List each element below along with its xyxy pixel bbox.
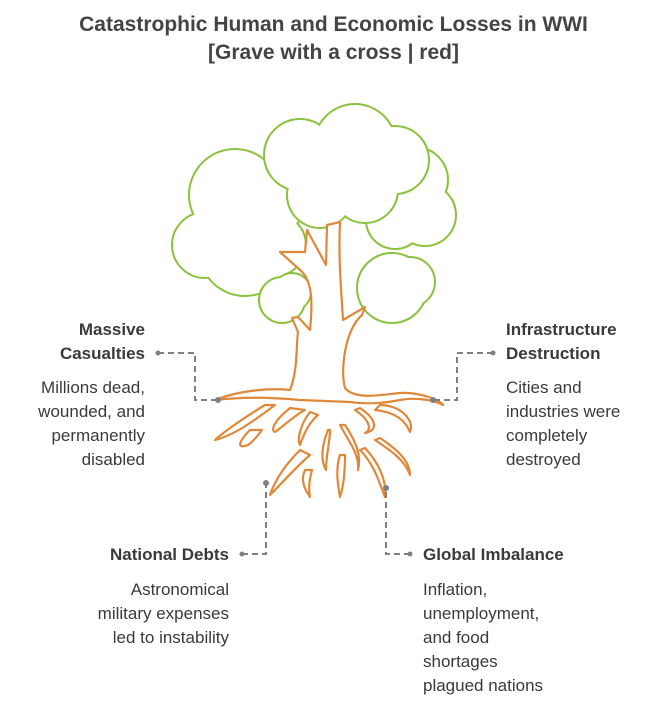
description-line: military expenses <box>97 604 229 623</box>
title-line-2: [Grave with a cross | red] <box>208 41 459 64</box>
global-imbalance-heading: Global Imbalance <box>423 545 564 564</box>
national-debts-description: Astronomical military expenses led to in… <box>98 578 229 650</box>
heading-line: Casualties <box>59 344 145 363</box>
description-line: Inflation, <box>423 580 488 599</box>
tree-canopy <box>171 103 457 324</box>
description-line: and food <box>423 628 490 647</box>
infrastructure-destruction-description: Cities and industries were completely de… <box>506 376 620 472</box>
global-imbalance-description: Inflation, unemployment, and food shorta… <box>423 578 543 698</box>
description-line: industries were <box>506 402 621 421</box>
description-line: Millions dead, <box>41 378 145 397</box>
description-line: shortages <box>423 652 498 671</box>
description-line: permanently <box>51 426 145 445</box>
massive-casualties-description: Millions dead, wounded, and permanently … <box>38 376 145 472</box>
description-line: completely <box>506 426 588 445</box>
tree-trunk-and-roots <box>213 220 445 499</box>
connector-national-debts <box>242 484 267 555</box>
connectors <box>158 352 493 555</box>
heading-line: Massive <box>78 320 145 339</box>
heading-line: Infrastructure <box>506 320 617 339</box>
connector-massive-casualties <box>158 352 217 401</box>
heading-line: Destruction <box>506 344 601 363</box>
national-debts-heading: National Debts <box>109 545 229 564</box>
connector-infrastructure <box>434 352 493 401</box>
connector-global-imbalance <box>385 489 410 555</box>
description-line: Cities and <box>506 378 582 397</box>
description-line: plagued nations <box>423 676 544 695</box>
connector-dots <box>155 350 496 557</box>
massive-casualties-heading: Massive Casualties <box>60 318 145 366</box>
description-line: Astronomical <box>130 580 229 599</box>
description-line: destroyed <box>506 450 581 469</box>
infrastructure-destruction-heading: Infrastructure Destruction <box>506 318 617 366</box>
description-line: led to instability <box>112 628 229 647</box>
description-line: unemployment, <box>423 604 540 623</box>
description-line: wounded, and <box>38 402 145 421</box>
title-line-1: Catastrophic Human and Economic Losses i… <box>79 13 588 36</box>
description-line: disabled <box>81 450 145 469</box>
